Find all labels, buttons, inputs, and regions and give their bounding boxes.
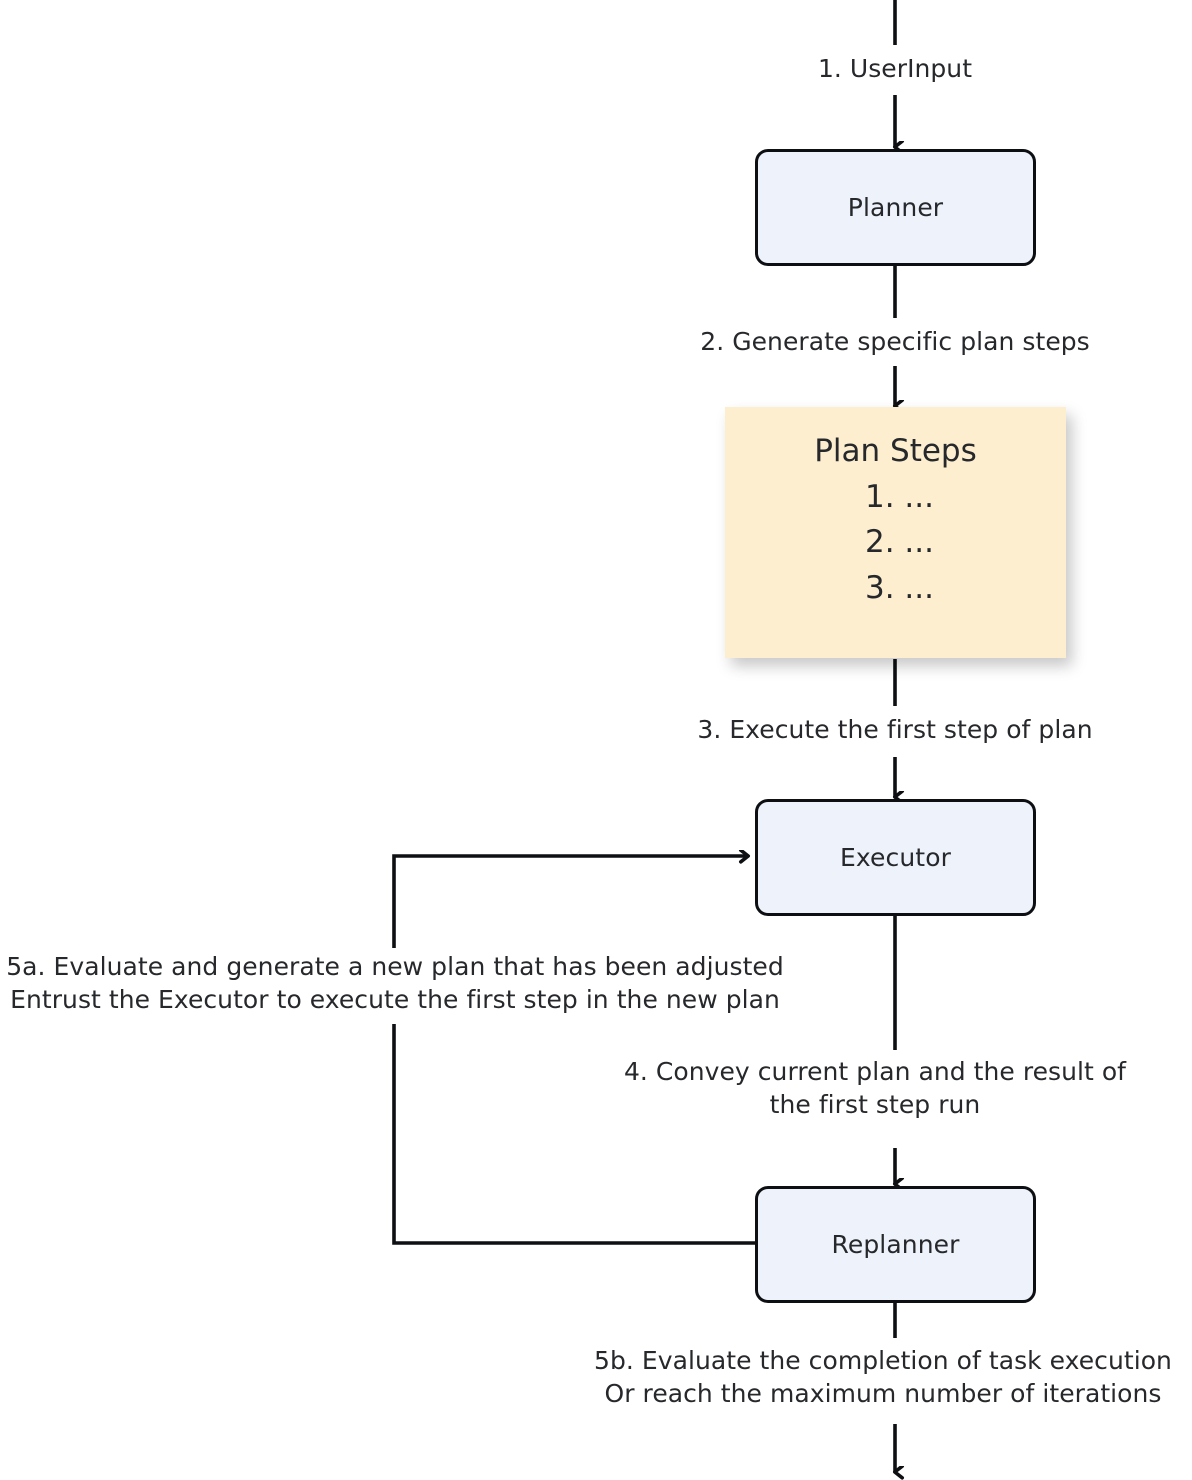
node-replanner[interactable]: Replanner (755, 1186, 1036, 1303)
edge-replanner-to-executor-upper (392, 856, 748, 948)
node-replanner-label: Replanner (831, 1230, 960, 1259)
node-executor[interactable]: Executor (755, 799, 1036, 916)
node-plan-steps-title: Plan Steps (814, 433, 977, 469)
edge-label-2: 2. Generate specific plan steps (700, 327, 1090, 356)
node-planner[interactable]: Planner (755, 149, 1036, 266)
node-executor-label: Executor (840, 843, 951, 872)
node-planner-label: Planner (847, 193, 944, 222)
edge-label-5b: 5b. Evaluate the completion of task exec… (594, 1346, 1172, 1409)
node-plan-steps[interactable]: Plan Steps 1. ... 2. ... 3. ... (725, 407, 1066, 658)
node-plan-steps-item-2: 2. ... (865, 524, 934, 561)
edge-label-5a: 5a. Evaluate and generate a new plan tha… (6, 952, 784, 1015)
node-plan-steps-item-1: 1. ... (865, 478, 934, 515)
edge-label-3: 3. Execute the first step of plan (697, 715, 1093, 744)
edge-label-1: 1. UserInput (817, 54, 973, 83)
node-plan-steps-item-3: 3. ... (865, 569, 934, 606)
edge-label-4: 4. Convey current plan and the result of… (623, 1057, 1127, 1120)
